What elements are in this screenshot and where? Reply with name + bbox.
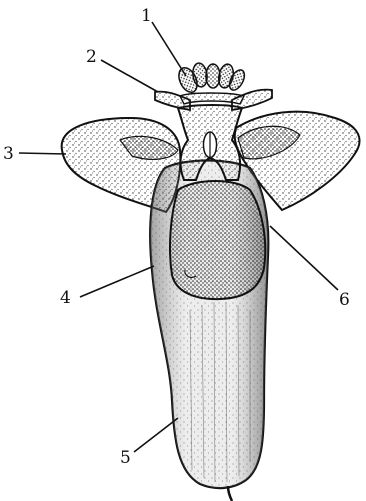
pedicel — [228, 486, 232, 501]
label-4: 4 — [60, 288, 71, 308]
leader-line-1 — [152, 22, 186, 76]
label-6: 6 — [339, 290, 350, 310]
leader-line-5 — [134, 418, 178, 452]
anthers — [175, 62, 247, 104]
leader-line-3 — [19, 153, 66, 154]
label-3: 3 — [3, 144, 14, 164]
label-2: 2 — [86, 47, 97, 67]
label-1: 1 — [141, 6, 152, 26]
leader-line-4 — [80, 266, 154, 297]
label-5: 5 — [120, 448, 131, 468]
leader-line-2 — [101, 60, 158, 92]
leader-line-6 — [270, 226, 338, 290]
ovary-chamber — [170, 181, 265, 299]
